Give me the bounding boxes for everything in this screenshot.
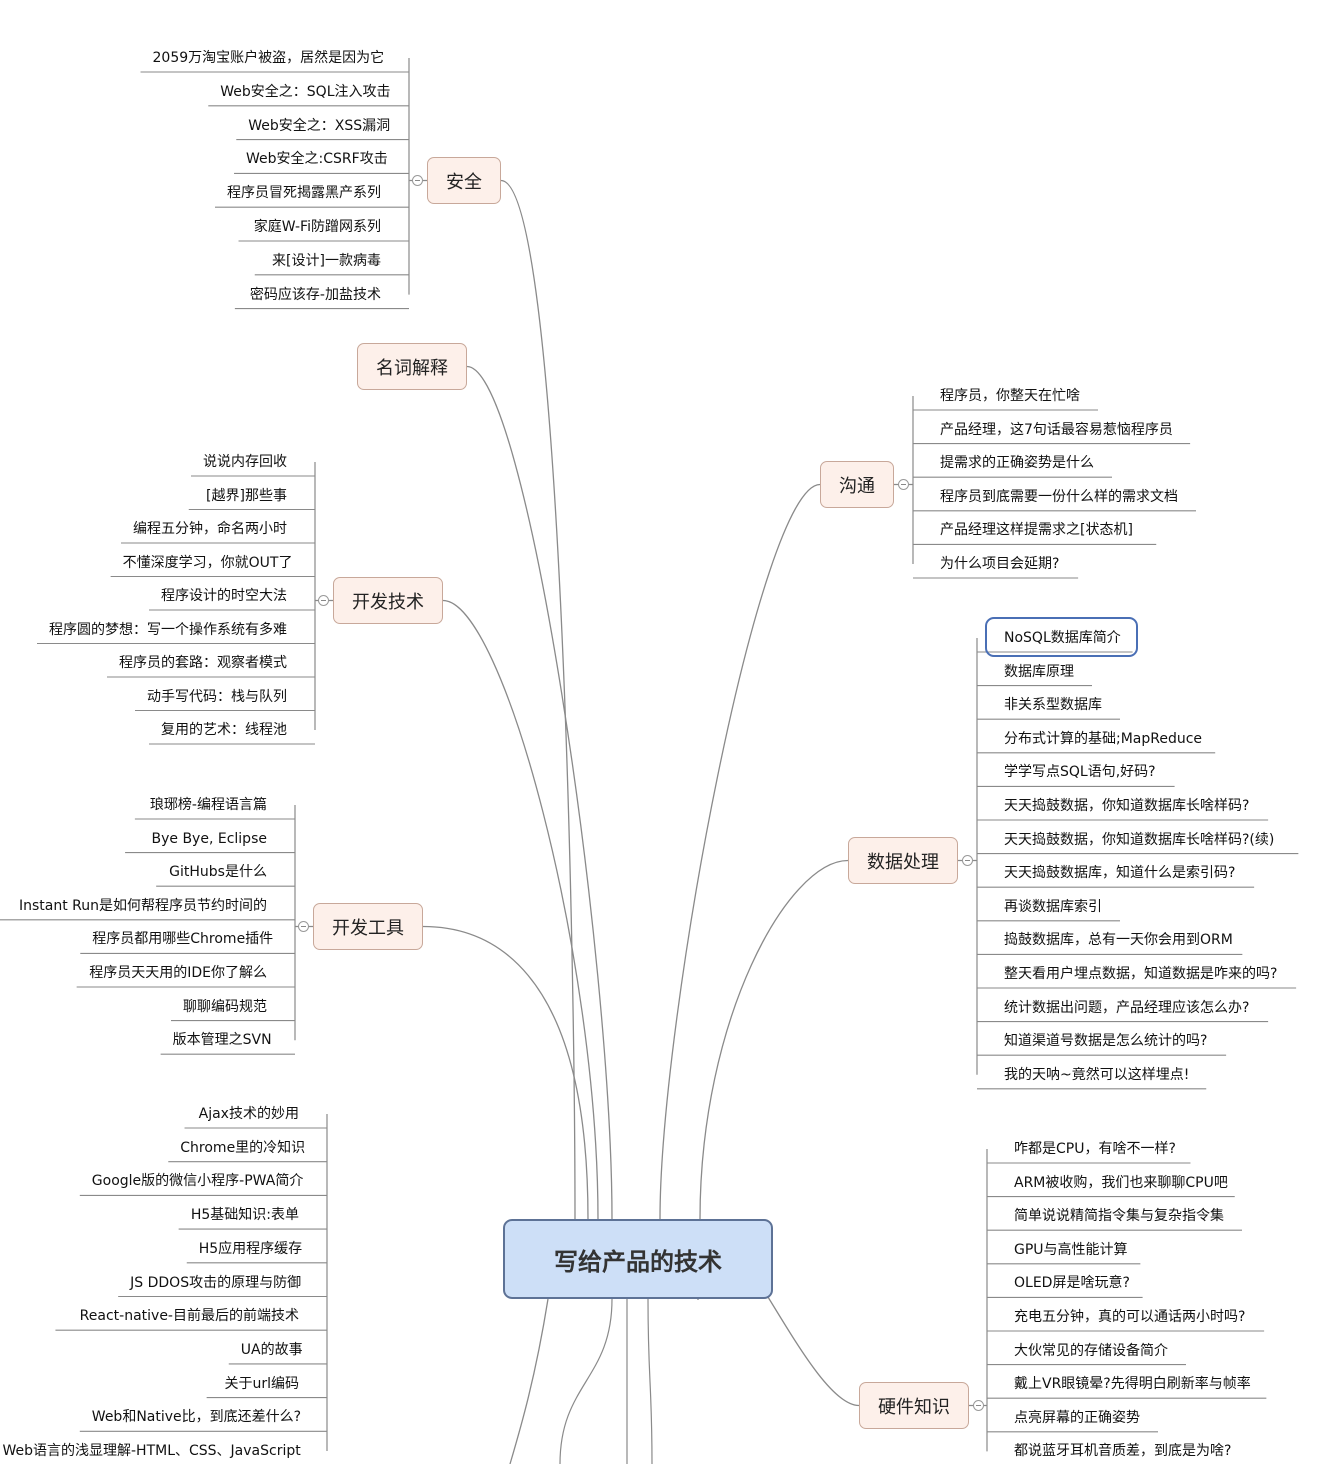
subtopic-security-2[interactable]: Web安全之：XSS漏洞 [248,117,391,134]
subtopic-frontend-0[interactable]: Ajax技术的妙用 [198,1106,299,1122]
subtopic-communication-4[interactable]: 产品经理这样提需求之[状态机] [940,522,1133,539]
root-topic[interactable]: 写给产品的技术 [503,1219,773,1299]
subtopic-communication-0[interactable]: 程序员，你整天在忙啥 [940,388,1080,404]
connector-communication [659,483,821,1220]
subtopic-frontend-4[interactable]: H5应用程序缓存 [198,1240,303,1257]
subtopic-data-7[interactable]: 天天捣鼓数据库，知道什么是索引码? [1004,865,1236,882]
subtopic-communication-3[interactable]: 程序员到底需要一份什么样的需求文档 [940,488,1178,505]
collapse-toggle-data[interactable] [962,855,973,866]
subtopic-hardware-1[interactable]: ARM被收购，我们也来聊聊CPU吧 [1014,1174,1228,1191]
subtopic-security-5[interactable]: 家庭W-Fi防蹭网系列 [253,219,381,235]
subtopic-data-3[interactable]: 分布式计算的基础;MapReduce [1004,730,1203,747]
subtopic-security-6[interactable]: 来[设计]一款病毒 [272,252,381,269]
subtopic-communication-2[interactable]: 提需求的正确姿势是什么 [940,455,1094,472]
connector-frontend [509,1298,549,1464]
subtopic-dev-tools-1[interactable]: Bye Bye, Eclipse [151,830,267,847]
subtopic-security-3[interactable]: Web安全之:CSRF攻击 [246,151,388,168]
connector-dev-tech [442,599,599,1220]
subtopic-dev-tech-2[interactable]: 编程五分钟，命名两小时 [133,521,287,537]
offscreen-connector-0 [559,1298,613,1464]
subtopic-hardware-7[interactable]: 戴上VR眼镜晕?先得明白刷新率与帧率 [1014,1376,1251,1393]
subtopic-data-0[interactable]: NoSQL数据库简介 [1004,630,1121,646]
subtopic-frontend-9[interactable]: Web和Native比，到底还差什么? [91,1409,302,1426]
subtopic-data-10[interactable]: 整天看用户埋点数据，知道数据是咋来的吗? [1004,966,1278,982]
topic-hardware[interactable]: 硬件知识 [859,1382,969,1429]
subtopic-data-6[interactable]: 天天捣鼓数据，你知道数据库长啥样码?(续) [1004,831,1275,848]
subtopic-dev-tech-1[interactable]: [越界]那些事 [206,487,287,504]
subtopic-dev-tools-0[interactable]: 琅琊榜-编程语言篇 [149,797,267,813]
subtopic-dev-tech-6[interactable]: 程序员的套路：观察者模式 [119,655,287,671]
subtopic-hardware-4[interactable]: OLED屏是啥玩意? [1014,1275,1130,1292]
offscreen-connector-2 [647,1298,653,1464]
subtopic-data-8[interactable]: 再谈数据库索引 [1004,898,1102,915]
collapse-toggle-hardware[interactable] [973,1400,984,1411]
collapse-toggle-communication[interactable] [898,479,909,490]
subtopic-dev-tech-5[interactable]: 程序圆的梦想：写一个操作系统有多难 [49,621,287,638]
topic-security[interactable]: 安全 [427,157,501,204]
subtopic-security-7[interactable]: 密码应该存-加盐技术 [249,286,381,303]
subtopic-dev-tech-7[interactable]: 动手写代码：栈与队列 [147,688,287,705]
subtopic-dev-tools-4[interactable]: 程序员都用哪些Chrome插件 [92,931,274,948]
subtopic-frontend-1[interactable]: Chrome里的冷知识 [180,1139,306,1156]
subtopic-dev-tools-5[interactable]: 程序员天天用的IDE你了解么 [89,965,267,981]
subtopic-hardware-2[interactable]: 简单说说精简指令集与复杂指令集 [1014,1208,1224,1225]
topic-glossary[interactable]: 名词解释 [357,343,467,390]
subtopic-dev-tools-3[interactable]: Instant Run是如何帮程序员节约时间的 [18,897,267,914]
subtopic-frontend-10[interactable]: Web语言的浅显理解-HTML、CSS、JavaScript [2,1443,301,1459]
subtopic-hardware-3[interactable]: GPU与高性能计算 [1014,1241,1128,1258]
subtopic-security-1[interactable]: Web安全之：SQL注入攻击 [220,83,391,100]
subtopic-hardware-8[interactable]: 点亮屏幕的正确姿势 [1014,1409,1140,1426]
subtopic-data-4[interactable]: 学学写点SQL语句,好码? [1004,764,1156,781]
collapse-toggle-dev-tech[interactable] [318,595,329,606]
subtopic-dev-tech-4[interactable]: 程序设计的时空大法 [161,588,287,604]
subtopic-data-2[interactable]: 非关系型数据库 [1004,697,1102,714]
subtopic-hardware-0[interactable]: 咋都是CPU，有啥不一样? [1014,1141,1176,1157]
subtopic-frontend-3[interactable]: H5基础知识:表单 [190,1207,299,1224]
subtopic-data-1[interactable]: 数据库原理 [1004,663,1074,680]
subtopic-dev-tools-6[interactable]: 聊聊编码规范 [183,998,267,1015]
subtopic-security-0[interactable]: 2059万淘宝账户被盗，居然是因为它 [152,50,385,66]
connector-dev-tools [422,925,589,1220]
subtopic-data-13[interactable]: 我的天呐~竟然可以这样埋点! [1004,1066,1190,1083]
subtopic-dev-tools-2[interactable]: GitHubs是什么 [169,864,267,881]
subtopic-frontend-7[interactable]: UA的故事 [240,1341,303,1358]
connector-glossary [466,365,613,1220]
topic-communication[interactable]: 沟通 [820,461,894,508]
subtopic-hardware-9[interactable]: 都说蓝牙耳机音质差，到底是为啥? [1014,1443,1232,1460]
connector-security [500,179,576,1220]
subtopic-dev-tools-7[interactable]: 版本管理之SVN [172,1032,272,1049]
subtopic-data-11[interactable]: 统计数据出问题，产品经理应该怎么办? [1004,999,1250,1016]
subtopic-security-4[interactable]: 程序员冒死揭露黑产系列 [227,185,381,202]
subtopic-dev-tech-8[interactable]: 复用的艺术：线程池 [161,722,287,738]
subtopic-data-5[interactable]: 天天捣鼓数据，你知道数据库长啥样码? [1004,798,1250,814]
subtopic-frontend-5[interactable]: JS DDOS攻击的原理与防御 [130,1274,302,1291]
collapse-toggle-security[interactable] [412,175,423,186]
subtopic-frontend-6[interactable]: React-native-目前最后的前端技术 [79,1308,299,1325]
subtopic-hardware-6[interactable]: 大伙常见的存储设备简介 [1014,1342,1168,1359]
selection-highlight [985,617,1138,657]
subtopic-frontend-8[interactable]: 关于url编码 [224,1375,299,1392]
subtopic-dev-tech-0[interactable]: 说说内存回收 [203,454,287,470]
subtopic-hardware-5[interactable]: 充电五分钟，真的可以通话两小时吗? [1014,1309,1246,1325]
subtopic-communication-1[interactable]: 产品经理，这7句话最容易惹恼程序员 [940,421,1173,438]
topic-dev-tech[interactable]: 开发技术 [333,577,443,624]
subtopic-frontend-2[interactable]: Google版的微信小程序-PWA简介 [91,1173,304,1190]
subtopic-dev-tech-3[interactable]: 不懂深度学习，你就OUT了 [122,554,293,571]
topic-data[interactable]: 数据处理 [848,837,958,884]
subtopic-data-12[interactable]: 知道渠道号数据是怎么统计的吗? [1004,1033,1208,1050]
connector-data [699,859,849,1220]
subtopic-data-9[interactable]: 捣鼓数据库，总有一天你会用到ORM [1004,932,1233,949]
collapse-toggle-dev-tools[interactable] [298,921,309,932]
topic-dev-tools[interactable]: 开发工具 [313,903,423,950]
subtopic-communication-5[interactable]: 为什么项目会延期? [940,556,1060,572]
